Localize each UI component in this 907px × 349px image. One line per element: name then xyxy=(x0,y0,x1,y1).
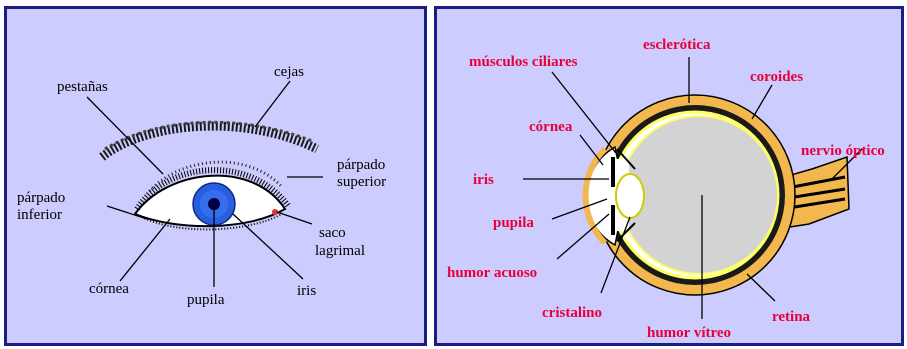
external-eye-diagram: cejas pestañas párpado superior párpado … xyxy=(17,64,386,308)
label-parpado-superior-1: párpado xyxy=(337,157,385,173)
external-eye-panel: cejas pestañas párpado superior párpado … xyxy=(4,6,427,346)
label-humor-vitreo: humor vítreo xyxy=(647,325,731,341)
label-cejas: cejas xyxy=(274,64,304,80)
label-cornea: córnea xyxy=(89,281,129,297)
label-coroides: coroides xyxy=(750,69,803,85)
label-esclerotica: esclerótica xyxy=(643,37,711,53)
label-parpado-superior-2: superior xyxy=(337,174,386,190)
label-pupila: pupila xyxy=(493,215,534,231)
lens xyxy=(615,173,645,219)
tear-sac-dot xyxy=(272,209,278,215)
label-nervio-optico: nervio óptico xyxy=(801,143,885,159)
label-saco-lagrimal-2: lagrimal xyxy=(315,243,365,259)
label-cristalino: cristalino xyxy=(542,305,602,321)
eye-section-panel: esclerótica músculos ciliares coroides c… xyxy=(434,6,904,346)
label-pupila: pupila xyxy=(187,292,225,308)
label-iris: iris xyxy=(473,172,494,188)
upper-eyelashes xyxy=(134,167,292,211)
label-retina: retina xyxy=(772,309,811,325)
eyebrow xyxy=(99,121,320,161)
label-cornea: córnea xyxy=(529,119,573,135)
label-parpado-inferior-2: inferior xyxy=(17,207,62,223)
label-parpado-inferior-1: párpado xyxy=(17,190,65,206)
label-musculos-ciliares: músculos ciliares xyxy=(469,54,578,70)
lower-eyelashes xyxy=(141,213,283,231)
label-pestanas: pestañas xyxy=(57,79,108,95)
label-saco-lagrimal-1: saco xyxy=(319,225,346,241)
eye-section-diagram: esclerótica músculos ciliares coroides c… xyxy=(447,37,885,341)
pupil-disc xyxy=(208,198,220,210)
label-humor-acuoso: humor acuoso xyxy=(447,265,537,281)
label-iris: iris xyxy=(297,283,316,299)
